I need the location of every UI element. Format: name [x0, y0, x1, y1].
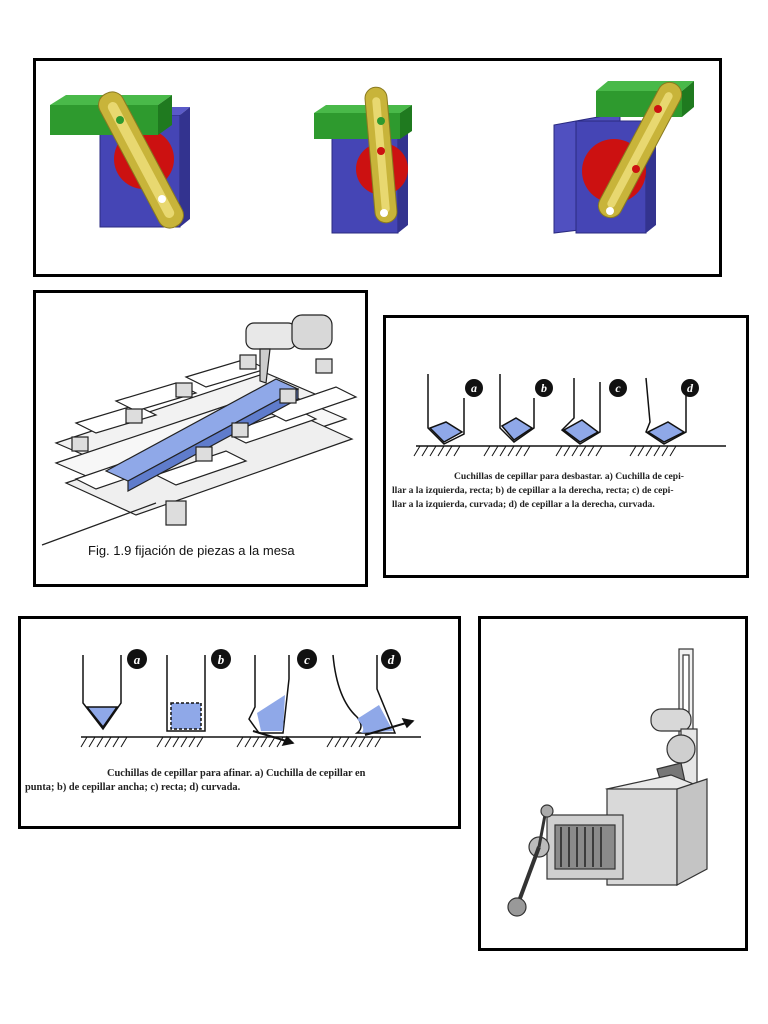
- table-clamping-figure: Fig. 1.9 fijación de piezas a la mesa: [33, 290, 368, 587]
- clamp-illustration-3: [553, 81, 694, 234]
- finishing-label-a: a: [127, 649, 147, 669]
- clamp-illustration-1: [50, 91, 190, 229]
- svg-text:b: b: [541, 381, 547, 395]
- svg-text:b: b: [218, 652, 225, 667]
- table-clamping-illustration: [41, 314, 358, 546]
- svg-text:d: d: [388, 652, 395, 667]
- caption-line-3: llar a la izquierda, curvada; d) de cepi…: [392, 499, 655, 510]
- caption-line-1: Cuchillas de cepillar para desbastar. a)…: [454, 471, 684, 482]
- clamp-illustration-2: [314, 86, 412, 234]
- tool-label-a: a: [465, 379, 483, 397]
- roughing-tools-figure: a b c d Cuchillas de cepillar para desba…: [383, 315, 749, 578]
- caption-line-2: punta; b) de cepillar ancha; c) recta; d…: [25, 782, 241, 793]
- svg-text:d: d: [687, 381, 694, 395]
- vise-machine-figure: [478, 616, 748, 951]
- tool-label-d: d: [681, 379, 699, 397]
- roughing-tools-illustration: a b c d: [413, 374, 726, 457]
- svg-text:a: a: [134, 652, 141, 667]
- finishing-label-b: b: [211, 649, 231, 669]
- finishing-label-c: c: [297, 649, 317, 669]
- tool-label-c: c: [609, 379, 627, 397]
- svg-text:c: c: [615, 381, 621, 395]
- clamp-sequence-figure: [33, 58, 722, 277]
- svg-text:a: a: [471, 381, 477, 395]
- svg-text:c: c: [304, 652, 310, 667]
- figure-caption: Fig. 1.9 fijación de piezas a la mesa: [88, 543, 295, 558]
- caption-line-2: llar a la izquierda, recta; b) de cepill…: [392, 485, 674, 496]
- tool-label-b: b: [535, 379, 553, 397]
- clamp-sequence-illustration: [50, 81, 694, 234]
- finishing-label-d: d: [381, 649, 401, 669]
- vise-machine-illustration: [507, 648, 708, 917]
- caption-line-1: Cuchillas de cepillar para afinar. a) Cu…: [107, 768, 366, 779]
- finishing-tools-figure: a b c d Cuchillas de cepillar para afina…: [18, 616, 461, 829]
- finishing-tools-illustration: a b c d: [80, 649, 421, 748]
